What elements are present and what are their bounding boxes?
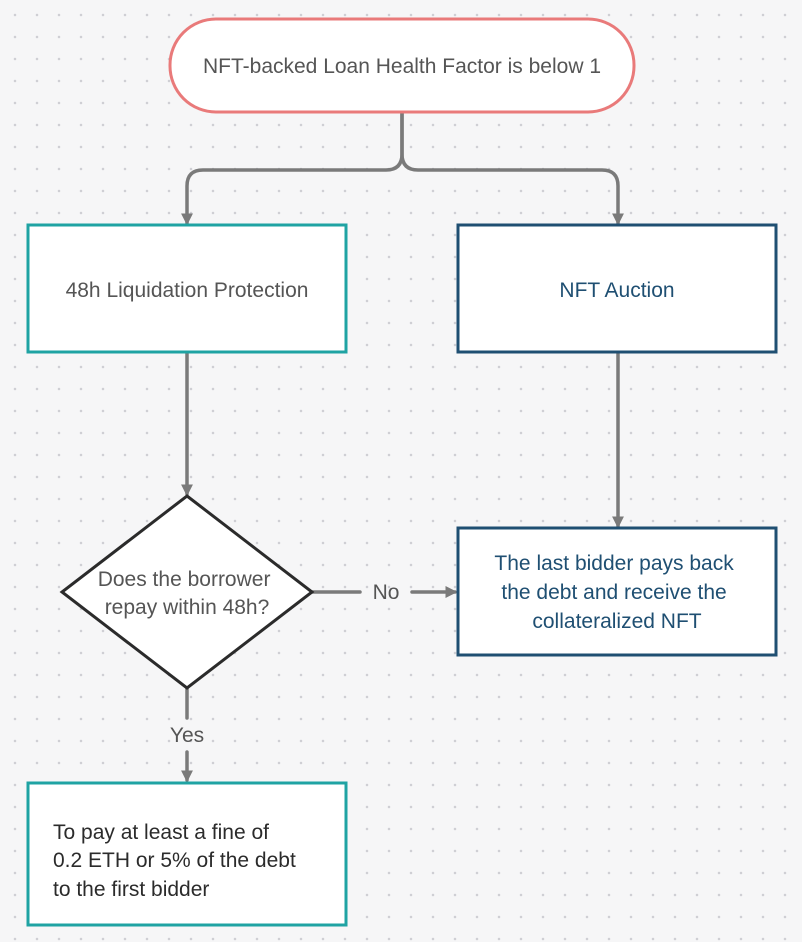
- result-line: The last bidder pays back: [494, 552, 734, 575]
- protection-node: 48h Liquidation Protection: [26, 223, 348, 354]
- protection-node-text: 48h Liquidation Protection: [66, 279, 309, 302]
- decision-node-text: Does the borrower repay within 48h?: [98, 568, 277, 619]
- connector-start-to-protection: [181, 110, 404, 226]
- start-node-text: NFT-backed Loan Health Factor is below 1: [203, 55, 601, 78]
- fine-line: To pay at least a fine of: [53, 821, 269, 844]
- decision-line: repay within 48h?: [105, 596, 270, 619]
- result-line: the debt and receive the: [501, 581, 726, 604]
- fine-node-text: To pay at least a fine of 0.2 ETH or 5% …: [53, 821, 302, 901]
- connector-start-to-auction: [400, 110, 624, 226]
- decision-line: Does the borrower: [98, 568, 271, 591]
- fine-line: to the first bidder: [53, 878, 209, 901]
- result-line: collateralized NFT: [532, 610, 701, 633]
- connectors: [181, 110, 624, 780]
- result-node: The last bidder pays back the debt and r…: [456, 526, 778, 657]
- fine-node: To pay at least a fine of 0.2 ETH or 5% …: [26, 781, 348, 927]
- decision-node: Does the borrower repay within 48h?: [59, 494, 315, 690]
- start-node: NFT-backed Loan Health Factor is below 1: [168, 17, 636, 114]
- auction-node: NFT Auction: [456, 223, 778, 354]
- fine-line: 0.2 ETH or 5% of the debt: [53, 849, 296, 872]
- result-node-text: The last bidder pays back the debt and r…: [494, 552, 739, 633]
- edge-label-no: No: [373, 581, 400, 604]
- auction-node-text: NFT Auction: [559, 279, 674, 302]
- edge-label-yes: Yes: [170, 724, 204, 747]
